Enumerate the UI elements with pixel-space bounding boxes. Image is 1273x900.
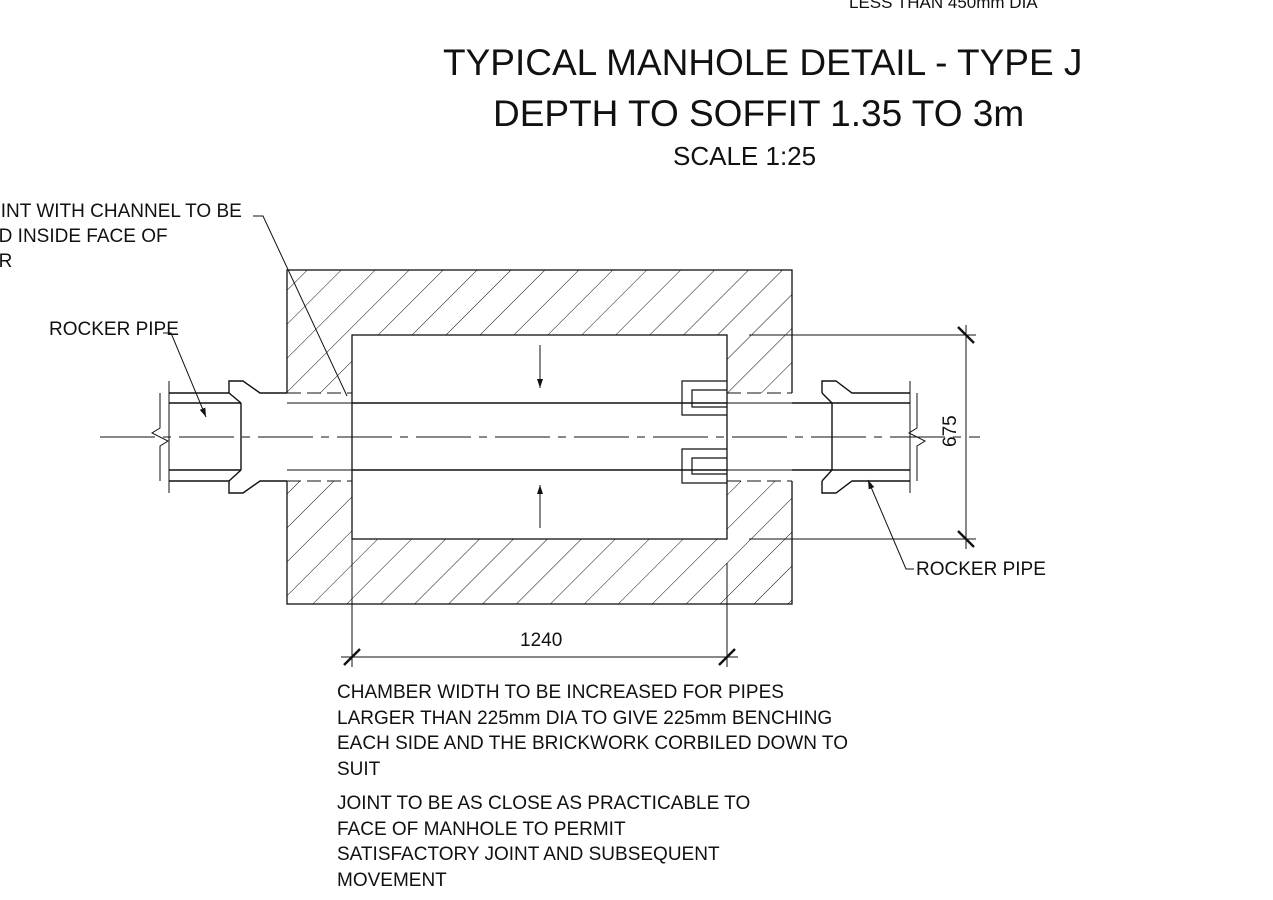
dimension-675 [749, 325, 976, 549]
joint-position-note: JOINT TO BE AS CLOSE AS PRACTICABLE TO F… [337, 793, 751, 891]
joint-channel-note: OINT WITH CHANNEL TO BE ED INSIDE FACE O… [0, 201, 242, 272]
drawing-title-line1: TYPICAL MANHOLE DETAIL - TYPE J [443, 42, 1083, 83]
step-irons [681, 380, 727, 484]
leader-rocker-pipe-left [163, 332, 207, 418]
rocker-pipe-label-left: ROCKER PIPE [49, 319, 179, 340]
rocker-pipe-right [792, 380, 927, 494]
dimension-1240 [341, 539, 738, 667]
rocker-pipe-label-right: ROCKER PIPE [916, 559, 1046, 580]
leader-joint-note [253, 215, 348, 397]
drawing-title-line2: DEPTH TO SOFFIT 1.35 TO 3m [493, 93, 1025, 134]
top-note: LESS THAN 450mm DIA [849, 0, 1038, 12]
leader-rocker-pipe-right [867, 479, 914, 570]
dimension-height-label: 675 [940, 415, 961, 447]
pipe-through-wall [287, 392, 792, 482]
dimension-width-label: 1240 [520, 630, 563, 651]
channel [352, 402, 727, 471]
leaders [163, 215, 914, 570]
drawing-scale: SCALE 1:25 [673, 141, 817, 171]
chamber-width-note: CHAMBER WIDTH TO BE INCREASED FOR PIPES … [337, 682, 848, 780]
